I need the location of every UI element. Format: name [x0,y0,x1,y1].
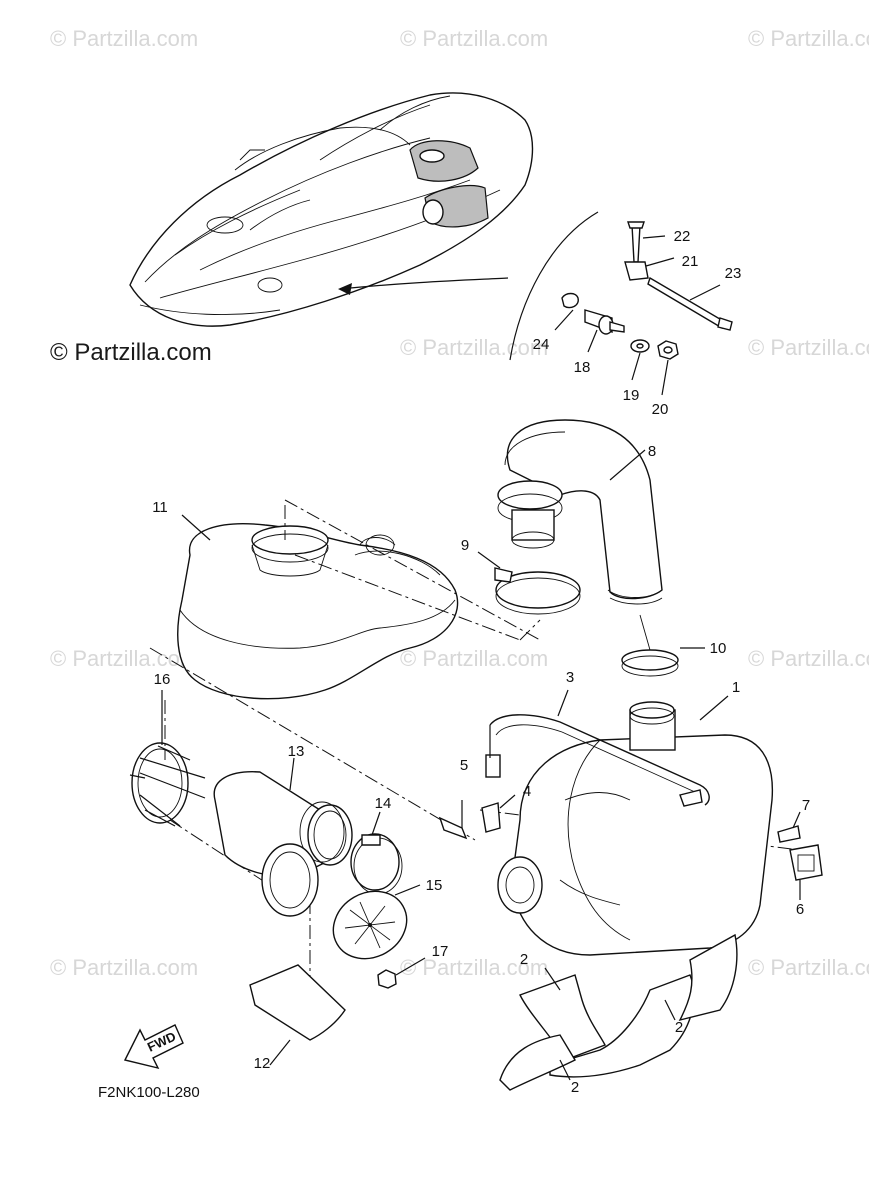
nut-17 [377,957,426,989]
muffler-1 [497,695,774,956]
diagram-code: F2NK100-L280 [98,1084,200,1101]
detail-bracket [509,211,599,361]
callout-12: 12 [254,1055,271,1072]
intake-hose-13 [213,757,353,877]
watermark-main: © Partzilla.com [50,339,212,366]
protector-sheet-12 [249,964,346,1066]
watermark: © Partzilla.com [50,26,198,51]
callout-3: 3 [566,669,574,686]
small-hardware [438,794,823,900]
callout-16: 16 [154,671,171,688]
exhaust-elbow [497,419,663,605]
callout-5: 5 [460,757,468,774]
callout-21: 21 [682,253,699,270]
watercraft-illustration [129,92,534,327]
mounting-ring-16 [129,690,206,827]
fastener-group [554,221,733,396]
callout-8: 8 [648,443,656,460]
callout-14: 14 [375,795,392,812]
callout-7: 7 [802,797,810,814]
callout-22: 22 [674,228,691,245]
perforated-plate-15 [332,884,421,960]
callout-18: 18 [574,359,591,376]
callout-13: 13 [288,743,305,760]
watermark: © Partzilla.com [748,26,869,51]
watermark: © Partzilla.com [50,955,198,980]
callout-11: 11 [152,499,168,516]
hose-clamp-9 [477,551,581,615]
callout-9: 9 [461,537,469,554]
hose-clamp-14 [350,811,403,895]
callout-17: 17 [432,943,449,960]
callout-15: 15 [426,877,443,894]
watermark: © Partzilla.com [400,26,548,51]
water-lock-box [177,514,459,700]
callout-6: 6 [796,901,804,918]
callout-10: 10 [710,640,727,657]
callout-23: 23 [725,265,742,282]
callout-2: 2 [675,1019,683,1036]
watermark: © Partzilla.com [748,646,869,671]
callout-19: 19 [623,387,640,404]
watermark: © Partzilla.com [400,646,548,671]
watermark: © Partzilla.com [748,335,869,360]
callout-2: 2 [571,1079,579,1096]
strap-3 [485,689,710,807]
watermarks: © Partzilla.com © Partzilla.com © Partzi… [50,26,869,980]
callout-24: 24 [533,336,550,353]
heat-covers-2 [499,933,738,1091]
watermark: © Partzilla.com [400,955,548,980]
callout-1: 1 [732,679,740,696]
callout-labels: 1 2 2 2 3 4 5 6 7 8 9 10 11 12 13 14 15 … [152,228,810,1096]
watermark: © Partzilla.com [400,335,548,360]
flange [261,843,319,917]
hose-clamp-10 [621,614,705,677]
watermark: © Partzilla.com [748,955,869,980]
callout-2: 2 [520,951,528,968]
callout-20: 20 [652,401,669,418]
watermark: © Partzilla.com [50,646,198,671]
fwd-arrow: FWD [123,1024,184,1070]
callout-4: 4 [523,783,531,800]
